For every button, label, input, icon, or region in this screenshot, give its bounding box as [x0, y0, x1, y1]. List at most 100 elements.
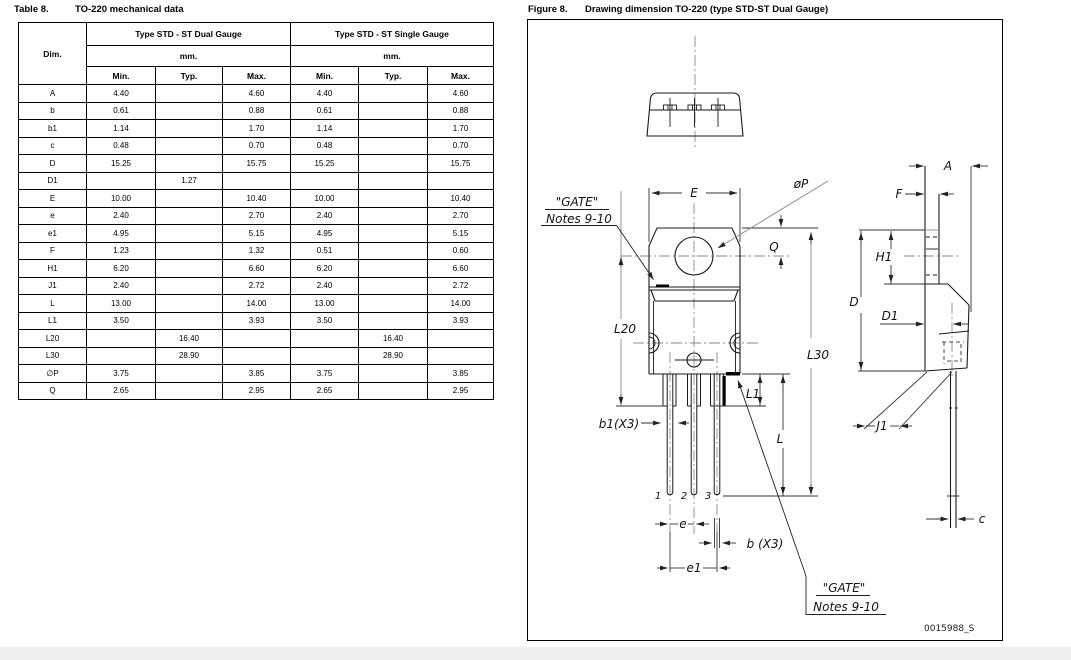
- dim-cell: ∅P: [18, 364, 87, 383]
- figure-frame: E øP Q L20 L30 L1 L b1(X3) e b (X3) e1 A…: [527, 19, 1003, 641]
- dim-cell: L1: [18, 311, 87, 330]
- table-row: L20 16.40 16.40: [18, 329, 495, 348]
- label-e: e: [679, 517, 686, 531]
- value-cell: 28.90: [358, 346, 428, 365]
- value-cell: 6.20: [290, 259, 359, 278]
- value-cell: 10.00: [290, 189, 359, 208]
- dim-cell: b: [18, 101, 87, 120]
- dim-cell: F: [18, 241, 87, 260]
- value-cell: 0.88: [426, 101, 495, 120]
- value-cell: 10.00: [86, 189, 156, 208]
- value-cell: 0.88: [222, 101, 291, 120]
- dim-cell: e1: [18, 224, 87, 243]
- value-cell: [290, 346, 359, 365]
- value-cell: [155, 84, 223, 103]
- label-phiP: øP: [793, 177, 809, 191]
- dim-cell: E: [18, 189, 87, 208]
- value-cell: [426, 329, 495, 348]
- label-D: D: [849, 295, 858, 309]
- value-cell: 1.70: [222, 119, 291, 138]
- value-cell: 0.70: [222, 136, 291, 155]
- value-cell: [155, 381, 223, 400]
- dim-cell: H1: [18, 259, 87, 278]
- dim-cell: D1: [18, 171, 87, 190]
- value-cell: 2.95: [222, 381, 291, 400]
- value-cell: [358, 294, 428, 313]
- label-E: E: [690, 186, 698, 200]
- dim-cell: b1: [18, 119, 87, 138]
- label-e1: e1: [686, 561, 701, 575]
- value-cell: 0.51: [290, 241, 359, 260]
- value-cell: [155, 206, 223, 225]
- value-cell: [155, 276, 223, 295]
- label-gate-top-notes: Notes 9-10: [546, 212, 612, 226]
- value-cell: 14.00: [222, 294, 291, 313]
- value-cell: 2.40: [86, 276, 156, 295]
- table-caption-title: TO-220 mechanical data: [75, 4, 184, 15]
- label-pin3: 3: [705, 491, 711, 502]
- front-view: [648, 227, 741, 496]
- value-cell: 3.93: [222, 311, 291, 330]
- label-A: A: [943, 159, 952, 173]
- value-cell: 15.75: [222, 154, 291, 173]
- value-cell: 0.48: [86, 136, 156, 155]
- value-cell: 16.40: [358, 329, 428, 348]
- value-cell: [155, 311, 223, 330]
- value-cell: [358, 101, 428, 120]
- value-cell: [155, 294, 223, 313]
- value-cell: [155, 224, 223, 243]
- value-cell: [155, 154, 223, 173]
- value-cell: [358, 119, 428, 138]
- header-unit-single: mm.: [289, 45, 495, 67]
- value-cell: 4.95: [290, 224, 359, 243]
- value-cell: 5.15: [222, 224, 291, 243]
- label-D1: D1: [882, 309, 899, 323]
- label-L20: L20: [614, 322, 636, 336]
- value-cell: 4.95: [86, 224, 156, 243]
- dim-cell: e: [18, 206, 87, 225]
- value-cell: 3.75: [86, 364, 156, 383]
- label-c: c: [979, 512, 986, 526]
- value-cell: 0.60: [426, 241, 495, 260]
- value-cell: 4.60: [222, 84, 291, 103]
- value-cell: 3.85: [222, 364, 291, 383]
- value-cell: [358, 276, 428, 295]
- value-cell: [155, 101, 223, 120]
- value-cell: 13.00: [86, 294, 156, 313]
- value-cell: [155, 119, 223, 138]
- value-cell: [222, 329, 291, 348]
- value-cell: [155, 364, 223, 383]
- value-cell: 4.40: [290, 84, 359, 103]
- drawing-code: 0015988_S: [924, 624, 975, 634]
- dim-cell: L: [18, 294, 87, 313]
- label-Q: Q: [769, 240, 778, 254]
- value-cell: 1.23: [86, 241, 156, 260]
- value-cell: 1.14: [290, 119, 359, 138]
- header-dim: Dim.: [18, 22, 87, 85]
- value-cell: [86, 329, 156, 348]
- centerlines: [621, 36, 961, 534]
- label-L: L: [777, 432, 784, 446]
- figure-caption-label: Figure 8.: [528, 4, 568, 15]
- value-cell: [155, 136, 223, 155]
- value-cell: [358, 136, 428, 155]
- value-cell: [358, 381, 428, 400]
- page-edge: [0, 647, 1071, 660]
- header-unit-dual: mm.: [86, 45, 291, 67]
- label-L1: L1: [746, 387, 760, 401]
- header-typ-dual: Typ.: [155, 66, 223, 85]
- value-cell: 0.70: [426, 136, 495, 155]
- header-max-dual: Max.: [222, 66, 291, 85]
- dim-cell: L20: [18, 329, 87, 348]
- label-L30: L30: [807, 348, 829, 362]
- value-cell: 16.40: [155, 329, 223, 348]
